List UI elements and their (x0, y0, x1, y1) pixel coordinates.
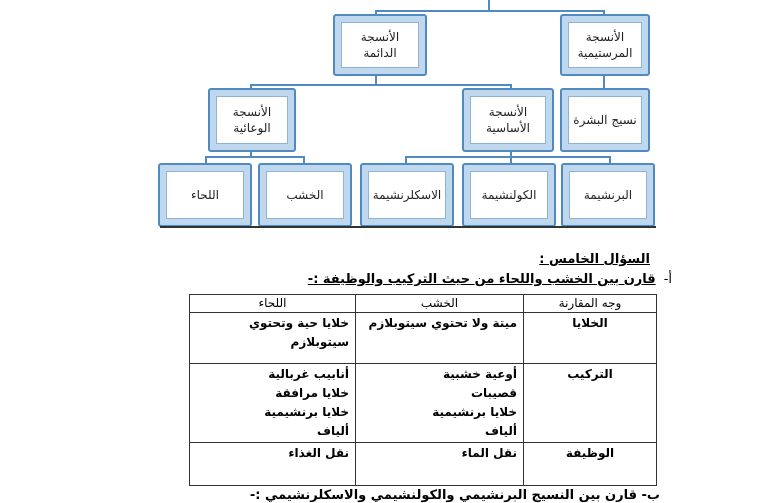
node-label: الأنسجة الأساسية (470, 96, 546, 144)
connector (510, 156, 512, 164)
item-letter: أ- (663, 272, 672, 287)
phloem-cell: أنابيب غربالية خلايا مرافقة خلايا برنشيم… (189, 363, 356, 443)
cell-line: خلايا مرافقة (275, 386, 349, 400)
table-header-row: وجه المقارنة الخشب اللحاء (189, 294, 657, 313)
cell-line: ميتة ولا تحتوي سيتوبلازم (368, 316, 517, 330)
connector (603, 74, 605, 90)
xylem-cell: نقل الماء (355, 442, 524, 486)
node-parenchyma: البرنشيمة (561, 163, 655, 227)
node-sclerenchyma: الاسكلرنشيمة (360, 163, 454, 227)
node-xylem: الخشب (258, 163, 352, 227)
cell-line: ألياف (317, 424, 349, 438)
item-text: قارن بين الخشب واللحاء من حيث التركيب وا… (307, 272, 656, 287)
cell-line: خلايا برنشيمية (432, 405, 517, 419)
node-label: الأنسجة المرستيمية (568, 22, 642, 68)
connector (250, 84, 512, 86)
cell-line: أنابيب غربالية (268, 367, 349, 381)
connector (375, 10, 605, 12)
node-phloem: اللحاء (158, 163, 252, 227)
header-xylem: الخشب (355, 294, 524, 313)
cell-line: خلايا حية وتحتوي (249, 316, 349, 330)
connector (375, 74, 377, 84)
header-aspect: وجه المقارنة (523, 294, 657, 313)
connector (405, 156, 407, 164)
aspect-cell: الخلايا (523, 312, 657, 364)
node-collenchyma: الكولنشيمة (462, 163, 556, 227)
aspect-cell: التركيب (523, 363, 657, 443)
cell-line: خلايا برنشيمية (264, 405, 349, 419)
node-label: البرنشيمة (569, 171, 647, 219)
connector (609, 156, 611, 164)
aspect-cell: الوظيفة (523, 442, 657, 486)
node-label: الأنسجة الوعائية (216, 96, 288, 144)
node-label: الأنسجة الدائمة (341, 22, 419, 68)
xylem-cell: ميتة ولا تحتوي سيتوبلازم (355, 312, 524, 364)
comparison-table: وجه المقارنة الخشب اللحاء الخلايا ميتة و… (189, 294, 657, 486)
node-basic-tissues: الأنسجة الأساسية (462, 88, 554, 152)
table-row: الوظيفة نقل الماء نقل الغذاء (189, 442, 657, 486)
table-row: الخلايا ميتة ولا تحتوي سيتوبلازم خلايا ح… (189, 312, 657, 364)
cell-line: نقل الغذاء (288, 446, 349, 460)
connector (250, 150, 252, 156)
table-row: التركيب أوعية خشبية قصيبات خلايا برنشيمي… (189, 363, 657, 443)
connector (303, 156, 305, 164)
header-phloem: اللحاء (189, 294, 356, 313)
node-epidermis: نسيج البشرة (560, 88, 650, 152)
node-label: الخشب (266, 171, 344, 219)
connector (405, 156, 611, 158)
question-item: أ- قارن بين الخشب واللحاء من حيث التركيب … (308, 272, 672, 287)
cell-line: نقل الماء (461, 446, 517, 460)
node-label: الكولنشيمة (470, 171, 548, 219)
node-label: الاسكلرنشيمة (368, 171, 446, 219)
connector (205, 156, 305, 158)
connector (510, 150, 512, 156)
divider-line (160, 226, 656, 228)
cell-line: قصيبات (470, 386, 517, 400)
phloem-cell: نقل الغذاء (189, 442, 356, 486)
node-vascular-tissues: الأنسجة الوعائية (208, 88, 296, 152)
node-label: اللحاء (166, 171, 244, 219)
next-question-partial: ب- قارن بين النسيج البرنشيمي والكولنشيمي… (249, 488, 660, 503)
connector (250, 84, 252, 90)
node-meristematic-tissues: الأنسجة المرستيمية (560, 14, 650, 76)
connector (510, 84, 512, 90)
tissue-hierarchy-diagram: الأنسجة المرستيمية الأنسجة الدائمة نسيج … (0, 0, 780, 230)
connector (375, 10, 377, 16)
xylem-cell: أوعية خشبية قصيبات خلايا برنشيمية ألياف (355, 363, 524, 443)
phloem-cell: خلايا حية وتحتوي سيتوبلازم (189, 312, 356, 364)
cell-line: ألياف (485, 424, 517, 438)
node-label: نسيج البشرة (568, 96, 642, 144)
connector (488, 0, 490, 10)
question-title: السؤال الخامس : (539, 252, 650, 267)
connector (603, 10, 605, 16)
connector (205, 156, 207, 164)
cell-line: سيتوبلازم (290, 335, 349, 349)
node-permanent-tissues: الأنسجة الدائمة (333, 14, 427, 76)
cell-line: أوعية خشبية (442, 367, 517, 381)
